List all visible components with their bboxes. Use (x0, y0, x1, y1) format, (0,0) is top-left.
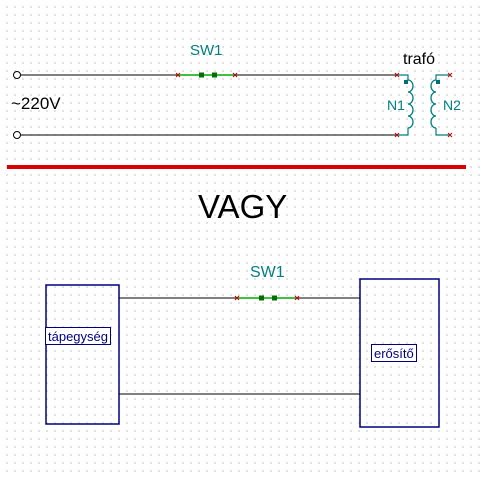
power-supply-block (45, 284, 120, 425)
amplifier-label: erősítő (371, 344, 417, 362)
terminal-marks-sw1-top (175, 72, 238, 78)
transformer-label: trafó (403, 51, 436, 68)
amplifier-block (359, 278, 440, 428)
input-terminal-bottom (13, 131, 21, 139)
input-terminal-top (13, 71, 21, 79)
top-circuit (13, 71, 453, 139)
switch-sw1-bottom (237, 295, 297, 301)
primary-coil-n1 (407, 79, 414, 129)
secondary-coil-n2 (430, 79, 437, 129)
terminal-marks-sw1-bottom (234, 295, 300, 301)
voltage-label: ~220V (11, 94, 61, 113)
secondary-coil-label: N2 (443, 97, 461, 113)
power-supply-label: tápegység (45, 327, 111, 345)
terminal-marks-transformer (394, 72, 453, 138)
switch-sw1-top (178, 72, 235, 78)
bottom-circuit (45, 278, 440, 428)
primary-coil-label: N1 (387, 97, 405, 113)
sw1-bottom-label: SW1 (250, 264, 285, 281)
transformer (397, 74, 449, 136)
sw1-top-label: SW1 (190, 42, 223, 59)
separator-word: VAGY (198, 188, 288, 225)
